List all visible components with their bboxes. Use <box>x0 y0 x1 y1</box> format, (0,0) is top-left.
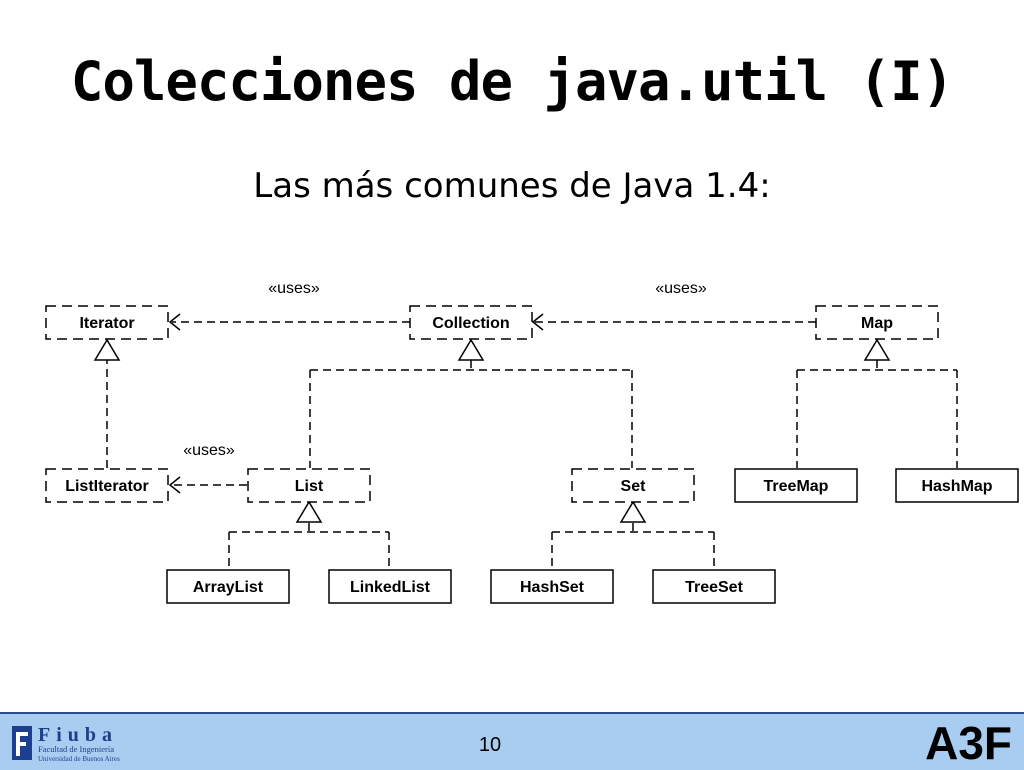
label-set: Set <box>621 478 647 495</box>
box-treemap <box>734 468 858 503</box>
label-collection: Collection <box>432 315 509 332</box>
label-list: List <box>295 478 324 495</box>
logo-university: Universidad de Buenos Aires <box>38 755 120 763</box>
box-linkedlist <box>328 569 452 604</box>
arrowhead-iterator <box>168 313 181 331</box>
triangle-set <box>619 500 647 523</box>
box-hashset <box>490 569 614 604</box>
triangle-collection <box>457 338 485 361</box>
label-treeset: TreeSet <box>685 579 743 596</box>
triangle-map <box>863 338 891 361</box>
triangle-iterator <box>93 338 121 361</box>
box-hashmap <box>895 468 1019 503</box>
box-collection <box>409 305 533 340</box>
uses-label-collection: «uses» <box>655 280 707 297</box>
box-treeset <box>652 569 776 604</box>
box-set <box>571 468 695 503</box>
slide-title: Colecciones de java.util (I) <box>70 50 954 113</box>
label-arraylist: ArrayList <box>193 579 264 596</box>
logo-faculty: Facultad de Ingeniería <box>38 744 114 754</box>
label-hashmap: HashMap <box>921 478 992 495</box>
slide-footer: Fiuba Facultad de Ingeniería Universidad… <box>0 712 1024 770</box>
uses-label-listiterator: «uses» <box>183 442 235 459</box>
triangle-list <box>295 500 323 523</box>
label-map: Map <box>861 315 893 332</box>
label-linkedlist: LinkedList <box>350 579 431 596</box>
label-iterator: Iterator <box>79 315 134 332</box>
fiuba-logo: Fiuba Facultad de Ingeniería Universidad… <box>12 724 120 763</box>
page-number: 10 <box>478 734 502 756</box>
box-arraylist <box>166 569 290 604</box>
brand-mark: A3F <box>925 717 1012 769</box>
box-list <box>247 468 371 503</box>
label-hashset: HashSet <box>520 579 585 596</box>
logo-name: Fiuba <box>38 724 118 746</box>
arrowhead-collection <box>531 313 544 331</box>
box-listiterator <box>45 468 169 503</box>
arrowhead-listiterator <box>168 476 181 494</box>
box-map <box>815 305 939 340</box>
box-iterator <box>45 305 169 340</box>
class-diagram: «uses» «uses» «uses» Iterator Collection… <box>45 280 1019 604</box>
uses-label-iterator: «uses» <box>268 280 320 297</box>
label-listiterator: ListIterator <box>65 478 149 495</box>
slide-subtitle: Las más comunes de Java 1.4: <box>253 166 771 206</box>
label-treemap: TreeMap <box>764 478 829 495</box>
